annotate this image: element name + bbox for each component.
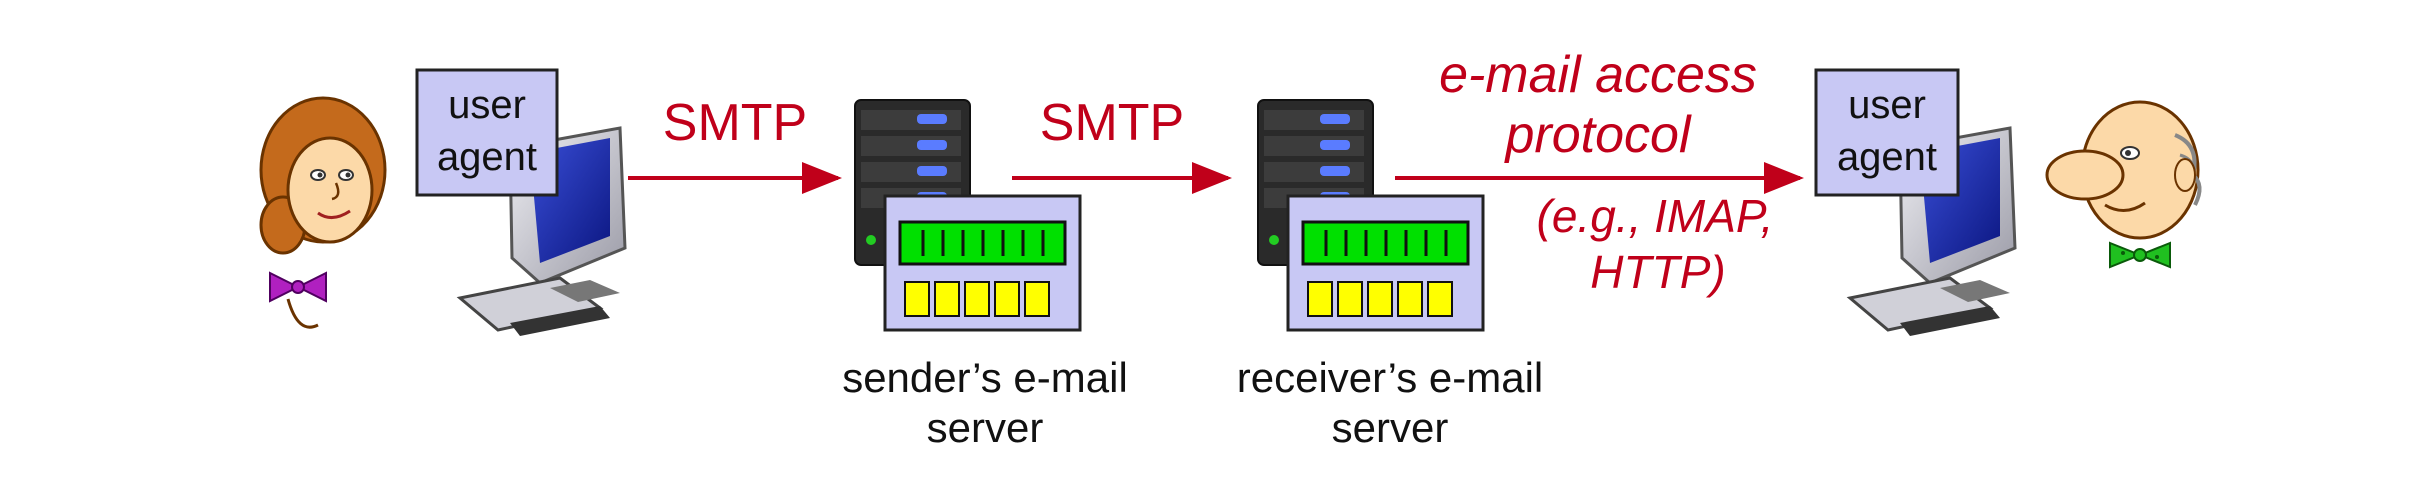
right-user-agent-label-line2: agent	[1837, 135, 1937, 179]
left-user-agent-label-line1: user	[448, 83, 526, 127]
right-user-agent-label-line1: user	[1848, 83, 1926, 127]
smtp-label-2: SMTP	[1040, 94, 1184, 152]
access-protocol-label-line1: e-mail access	[1439, 46, 1757, 104]
computer-icon	[1846, 126, 2017, 336]
access-examples-line2: HTTP)	[1590, 246, 1725, 298]
access-examples-line1: (e.g., IMAP,	[1537, 190, 1774, 242]
man-face-icon	[2045, 100, 2202, 269]
left-user-agent-label-line2: agent	[437, 135, 537, 179]
right-user-agent-box: user agent	[1814, 68, 1960, 197]
left-user-agent-box: user agent	[415, 68, 559, 197]
mail-server-icon	[1257, 99, 1485, 332]
receiver-server-label-line2: server	[1332, 404, 1449, 451]
mail-server-icon	[854, 99, 1082, 332]
receiver-server-label-line1: receiver’s e-mail	[1237, 354, 1544, 401]
access-protocol-label-line2: protocol	[1504, 106, 1692, 164]
smtp-label-1: SMTP	[663, 94, 807, 152]
sender-server-label-line2: server	[927, 404, 1044, 451]
sender-server-label-line1: sender’s e-mail	[842, 354, 1128, 401]
woman-face-icon	[259, 96, 387, 329]
